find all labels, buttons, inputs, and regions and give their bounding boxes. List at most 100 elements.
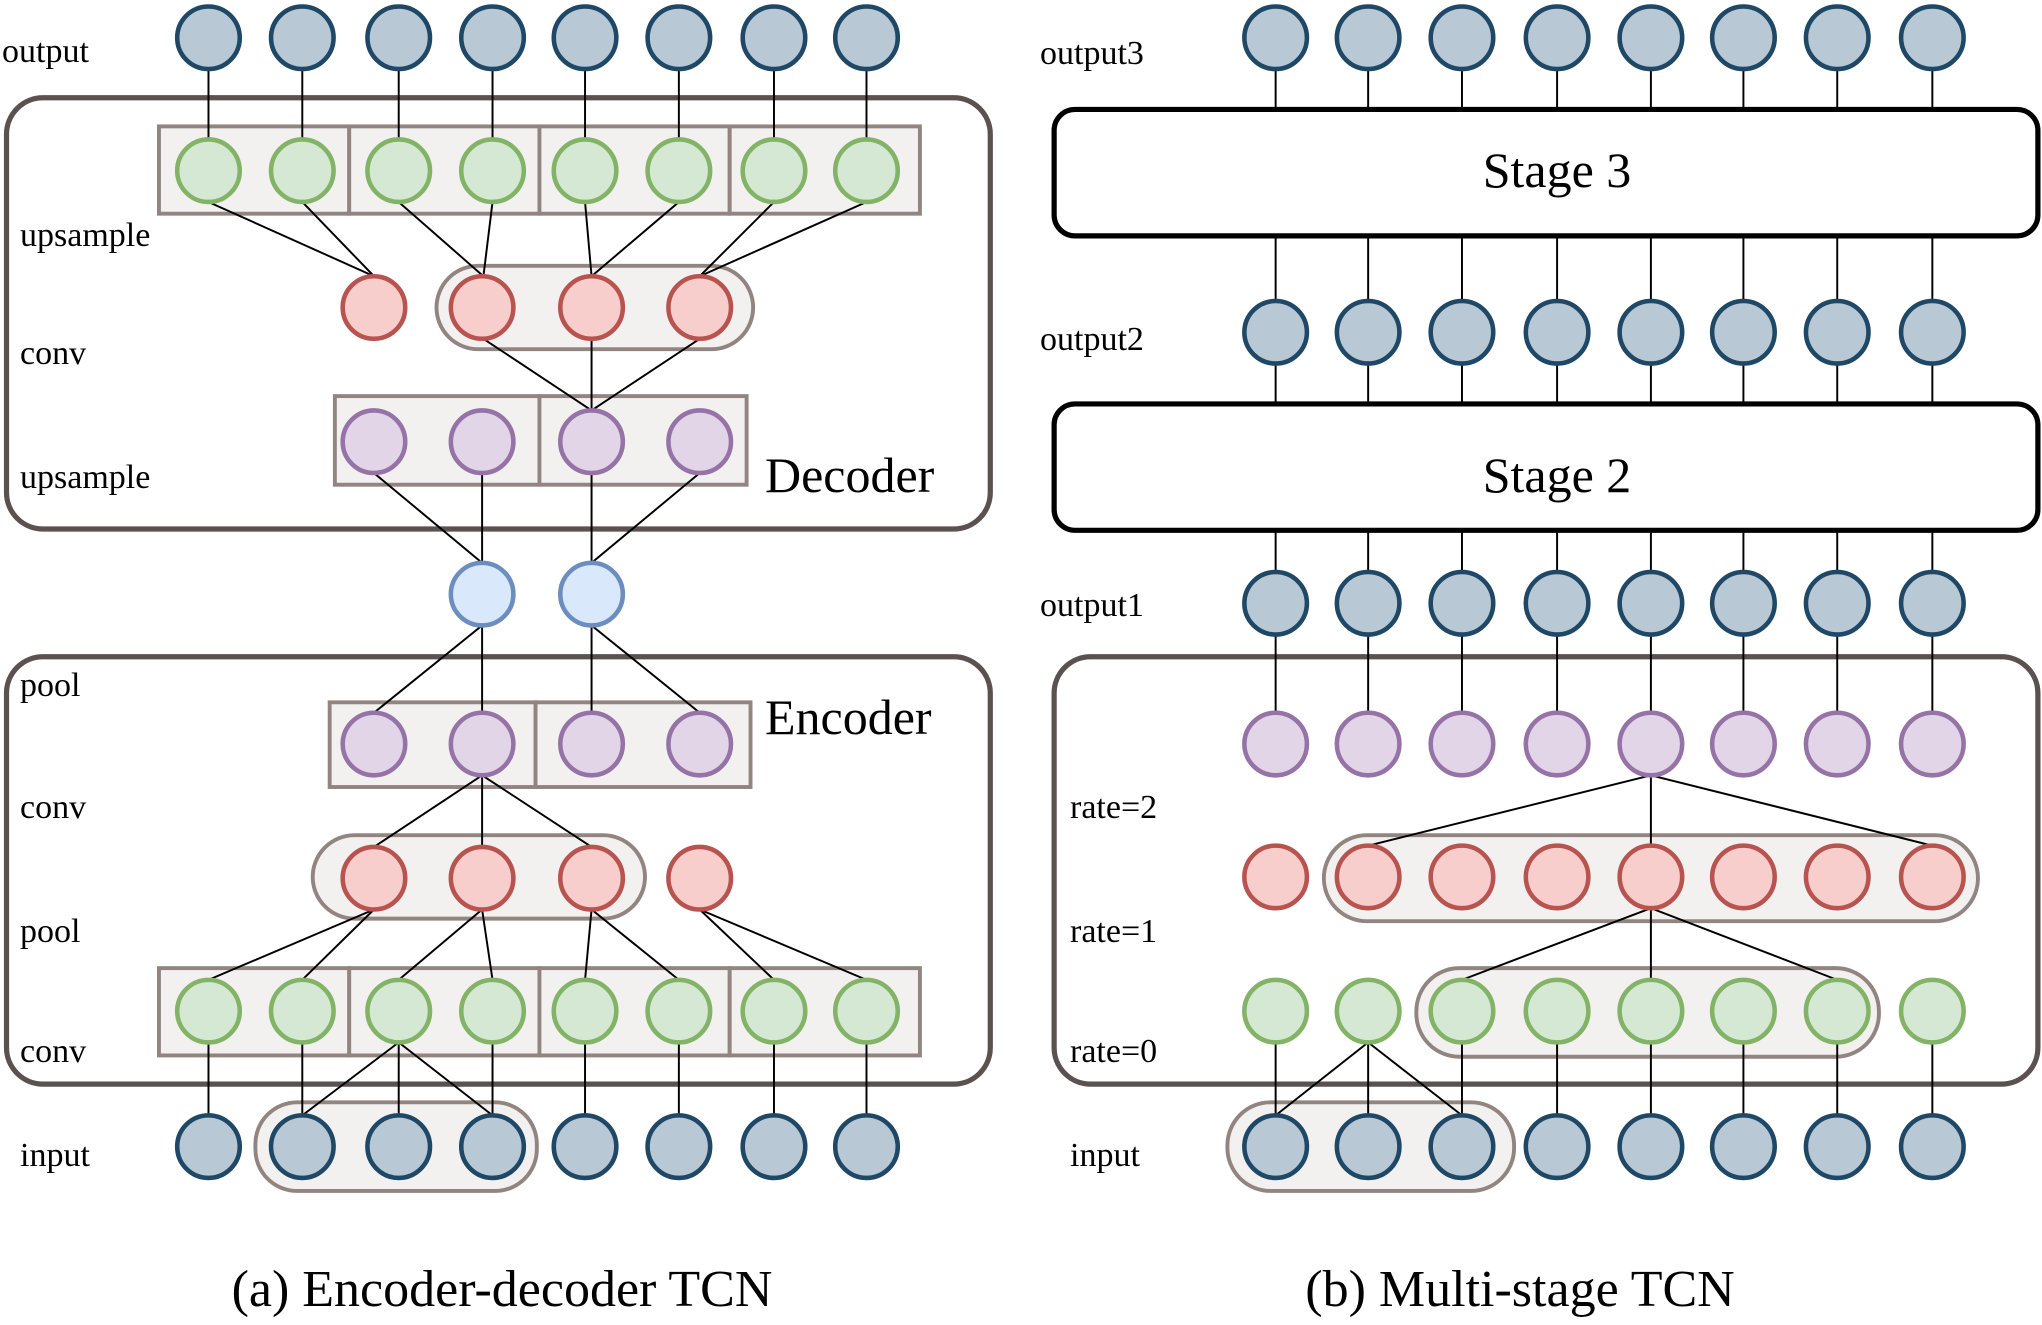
stage3-title: Stage 3 <box>1483 142 1632 198</box>
edge <box>699 201 775 277</box>
output3-node-4 <box>1617 4 1685 72</box>
rate1-node-7 <box>1898 843 1966 911</box>
row-label-output1: output1 <box>1040 587 1144 624</box>
output2-node-3 <box>1523 298 1591 366</box>
output-node-a-1 <box>268 4 336 72</box>
input-node-b-5 <box>1709 1113 1777 1181</box>
edge <box>301 201 375 277</box>
row-label-enc-pool-1: pool <box>20 667 80 704</box>
rate0-node-0 <box>1242 977 1310 1045</box>
rate2-node-2 <box>1428 710 1496 778</box>
rate0-node-5 <box>1709 977 1777 1045</box>
output1-node-1 <box>1334 569 1402 637</box>
input-node-a-3 <box>458 1113 527 1181</box>
edge <box>301 1041 400 1117</box>
input-node-a-2 <box>365 1113 433 1181</box>
edges-layer <box>207 69 1934 1117</box>
output3-node-0 <box>1242 4 1310 72</box>
rate0-node-1 <box>1334 977 1402 1045</box>
decoder-conv-node-2 <box>558 273 626 342</box>
row-label-input: input <box>20 1137 90 1174</box>
decoder-upsample2-node-3 <box>666 408 734 476</box>
edge <box>591 337 701 412</box>
output3-node-6 <box>1803 4 1871 72</box>
encoder-pool-node-1 <box>448 710 516 778</box>
input-node-b-4 <box>1617 1113 1685 1181</box>
output3-node-2 <box>1428 4 1496 72</box>
rate2-node-5 <box>1709 710 1777 778</box>
output2-node-5 <box>1709 298 1777 366</box>
panel-a: output upsample conv upsample Decoder po… <box>2 33 935 1318</box>
decoder-upsample-node-0 <box>174 137 243 205</box>
output-node-a-7 <box>832 4 901 72</box>
encoder-conv2-node-6 <box>740 977 808 1045</box>
output-node-a-5 <box>645 4 713 72</box>
row-label-rate0: rate=0 <box>1070 1033 1157 1070</box>
output2-node-6 <box>1803 298 1871 366</box>
row-label-dec-upsample-2: upsample <box>20 459 150 496</box>
edge <box>482 201 494 277</box>
encoder-pool-node-3 <box>666 710 734 778</box>
rate2-node-1 <box>1334 710 1402 778</box>
input-node-b-0 <box>1242 1113 1310 1181</box>
output2-node-4 <box>1617 298 1685 366</box>
edge <box>1275 1041 1369 1117</box>
edge <box>208 908 375 981</box>
encoder-block <box>3 654 993 1087</box>
encoder-conv2-node-7 <box>832 977 901 1045</box>
rate2-node-0 <box>1242 710 1310 778</box>
edge <box>208 201 375 278</box>
panel-b: output3 Stage 3 output2 Stage 2 output1 … <box>1040 35 1735 1318</box>
input-node-b-7 <box>1898 1113 1966 1181</box>
rate2-node-3 <box>1523 710 1591 778</box>
bottleneck-node-1 <box>558 560 626 628</box>
row-label-output2: output2 <box>1040 321 1144 358</box>
row-label-dec-conv: conv <box>20 335 86 372</box>
decoder-upsample-node-4 <box>551 137 619 205</box>
output1-node-4 <box>1617 569 1685 637</box>
rate1-node-2 <box>1428 843 1496 911</box>
rate1-node-6 <box>1803 843 1871 911</box>
input-node-a-1 <box>268 1113 336 1181</box>
rate1-node-5 <box>1709 843 1777 911</box>
output3-node-7 <box>1898 4 1966 72</box>
edge <box>699 201 867 278</box>
rate0-node-2 <box>1428 977 1496 1045</box>
encoder-conv-node-0 <box>340 844 408 912</box>
stage2-title: Stage 2 <box>1483 447 1632 503</box>
input-node-b-1 <box>1334 1113 1402 1181</box>
encoder-conv2-node-5 <box>645 977 713 1045</box>
output-node-a-4 <box>551 4 619 72</box>
stage2-block <box>1051 401 2041 533</box>
edge <box>584 909 593 980</box>
rate0-node-7 <box>1898 977 1966 1045</box>
edge <box>590 908 680 981</box>
decoder-title: Decoder <box>765 447 935 503</box>
decoder-upsample-node-3 <box>458 137 527 205</box>
edge <box>699 908 867 981</box>
input-node-b-2 <box>1428 1113 1496 1181</box>
input-node-a-0 <box>174 1113 243 1181</box>
blocks-layer <box>3 95 2041 1087</box>
row-label-enc-pool-2: pool <box>20 913 80 950</box>
output-node-a-0 <box>174 4 243 72</box>
decoder-conv-node-3 <box>666 273 734 342</box>
encoder-conv-node-3 <box>666 844 734 912</box>
rate2-node-4 <box>1617 710 1685 778</box>
rate0-node-6 <box>1803 977 1871 1045</box>
output2-node-7 <box>1898 298 1966 366</box>
input-node-a-4 <box>551 1113 619 1181</box>
output2-node-1 <box>1334 298 1402 366</box>
encoder-conv2-node-2 <box>365 977 433 1045</box>
row-label-input-b: input <box>1070 1137 1140 1174</box>
input-node-a-7 <box>832 1113 901 1181</box>
edge <box>1367 1041 1463 1117</box>
edge <box>398 908 483 981</box>
decoder-upsample2-node-0 <box>340 408 408 476</box>
encoder-conv2-node-3 <box>458 977 527 1045</box>
row-label-enc-conv-1: conv <box>20 789 86 826</box>
output-node-a-2 <box>365 4 433 72</box>
edge <box>1367 774 1652 847</box>
edge <box>1461 907 1652 981</box>
